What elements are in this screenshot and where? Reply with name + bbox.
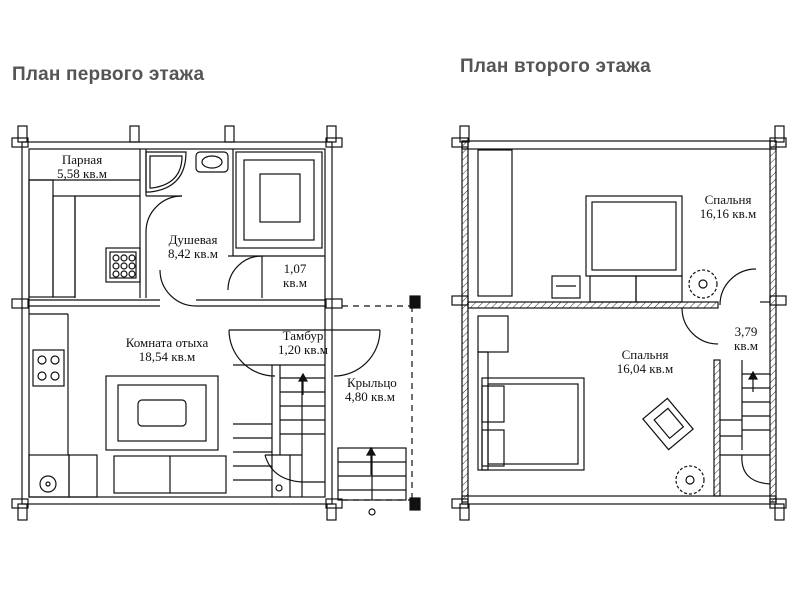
vestibule-area: 1,20 кв.м (278, 342, 328, 357)
vestibule-name: Тамбур (283, 328, 324, 343)
floor2-partitions (467, 268, 770, 497)
bedroom1-name: Спальня (705, 192, 752, 207)
floor1-porch (337, 295, 421, 516)
floor1-title: План первого этажа (12, 64, 205, 85)
porch-name: Крыльцо (347, 375, 397, 390)
bedroom1-area: 16,16 кв.м (700, 206, 756, 221)
steam-room-name: Парная (62, 152, 102, 167)
steam-room-area: 5,58 кв.м (57, 166, 107, 181)
hall-area: 3,79 (735, 324, 758, 339)
floor2-labels: Спальня 16,16 кв.м Спальня 16,04 кв.м 3,… (617, 192, 758, 376)
floor1-rest-room-furniture (105, 375, 227, 494)
shower-room-name: Душевая (169, 232, 218, 247)
floor1-stairs (233, 365, 325, 497)
bedroom2-name: Спальня (622, 347, 669, 362)
floor1-arrows (297, 372, 377, 475)
floor1-door-swings (145, 195, 381, 377)
shower-room-area: 8,42 кв.м (168, 246, 218, 261)
floor2-plan (451, 125, 787, 521)
floor2-outer-walls (451, 125, 787, 521)
plant-icon (688, 269, 718, 299)
floor1-labels: Парная 5,58 кв.м Душевая 8,42 кв.м 1,07 … (57, 152, 397, 404)
rest-room-name: Комната отыха (126, 335, 209, 350)
floor1-kitchen (28, 313, 98, 498)
plant-icon (675, 465, 705, 495)
floor1-plumbing (145, 151, 323, 249)
closet-area: 1,07 (284, 261, 307, 276)
floor2-stairs (720, 360, 771, 485)
porch-area: 4,80 кв.м (345, 389, 395, 404)
rest-room-area: 18,54 кв.м (139, 349, 195, 364)
closet-unit: кв.м (283, 275, 307, 290)
floor2-bedroom1-furniture (477, 149, 718, 303)
floor2-bedroom2-furniture (477, 315, 705, 495)
floor1-outer-walls (11, 125, 343, 521)
floor2-title: План второго этажа (460, 56, 651, 77)
bedroom2-area: 16,04 кв.м (617, 361, 673, 376)
floor1-plan (11, 125, 421, 521)
hall-unit: кв.м (734, 338, 758, 353)
floor1-steam-room-benches (28, 179, 141, 298)
